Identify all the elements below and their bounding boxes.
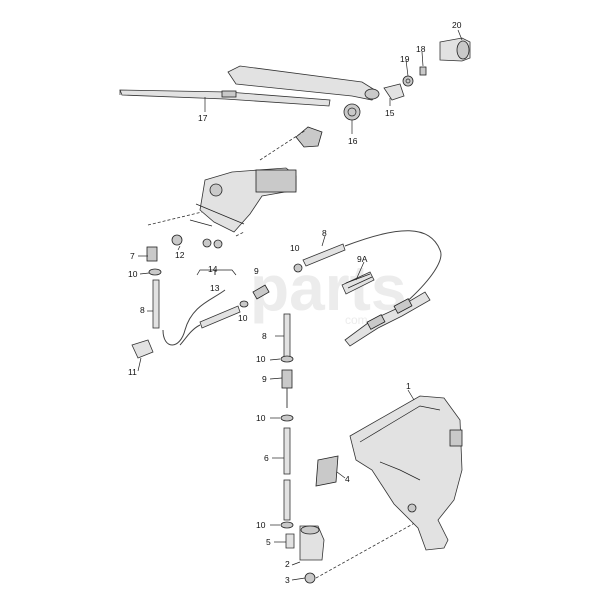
callout-17: 17 (198, 113, 208, 123)
callout-20: 20 (452, 20, 462, 30)
callout-3: 3 (285, 575, 290, 585)
clip-10e (280, 414, 294, 422)
watermark-sub: com (345, 313, 368, 327)
hose-8c (199, 305, 241, 329)
sleeve-9A (341, 271, 375, 295)
callout-6: 6 (264, 453, 269, 463)
connector-7 (146, 246, 158, 262)
callout-13: 13 (210, 283, 220, 293)
washer-reservoir (349, 395, 463, 551)
arm-cap (383, 83, 405, 101)
callout-19: 19 (400, 54, 410, 64)
cap-20 (439, 37, 471, 62)
seal-gasket (295, 126, 323, 148)
callout-4: 4 (345, 474, 350, 484)
nut-19 (402, 75, 414, 87)
callout-12: 12 (175, 250, 185, 260)
callout-14: 14 (208, 264, 218, 274)
wiper-blade (119, 89, 331, 107)
callout-9a: 9 (254, 266, 259, 276)
hose-6 (283, 427, 291, 475)
sponge-4 (315, 455, 339, 487)
callout-7: 7 (130, 251, 135, 261)
nuts-14 (202, 238, 223, 249)
callout-8b: 8 (322, 228, 327, 238)
callout-18: 18 (416, 44, 426, 54)
callout-9A: 9A (357, 254, 368, 264)
clip-10f (280, 521, 294, 529)
hose-8a (152, 279, 160, 329)
hose-6b (283, 479, 291, 521)
callout-2: 2 (285, 559, 290, 569)
clip-10c (239, 300, 249, 308)
callout-10e: 10 (256, 413, 266, 423)
callout-9b: 9 (262, 374, 267, 384)
hose-8d (283, 313, 291, 359)
hose-8b (302, 243, 346, 267)
clip-10d (280, 355, 294, 363)
callout-5: 5 (266, 537, 271, 547)
wiper-motor (189, 167, 297, 233)
connector-9b (281, 369, 293, 389)
bracket-11 (131, 339, 154, 359)
watermark: parts (250, 252, 407, 324)
hose-joint (344, 291, 431, 347)
callout-10c: 10 (238, 313, 248, 323)
grommet-16 (343, 103, 361, 121)
connector-9a (252, 284, 270, 300)
callout-15: 15 (385, 108, 395, 118)
grommet-3 (304, 572, 316, 584)
callout-16: 16 (348, 136, 358, 146)
wiper-arm (227, 65, 380, 101)
pump-2 (299, 525, 325, 561)
elbow-5 (285, 533, 295, 549)
callout-10d: 10 (256, 354, 266, 364)
callout-10b: 10 (290, 243, 300, 253)
grommet-12 (171, 234, 183, 246)
clip-10b (293, 263, 303, 273)
callout-11: 11 (128, 367, 137, 377)
callout-10a: 10 (128, 269, 138, 279)
callout-8a: 8 (140, 305, 145, 315)
callout-1: 1 (406, 381, 411, 391)
callout-10f: 10 (256, 520, 266, 530)
screw-18 (419, 66, 427, 76)
clip-10a (148, 268, 162, 276)
callout-8c: 8 (262, 331, 267, 341)
